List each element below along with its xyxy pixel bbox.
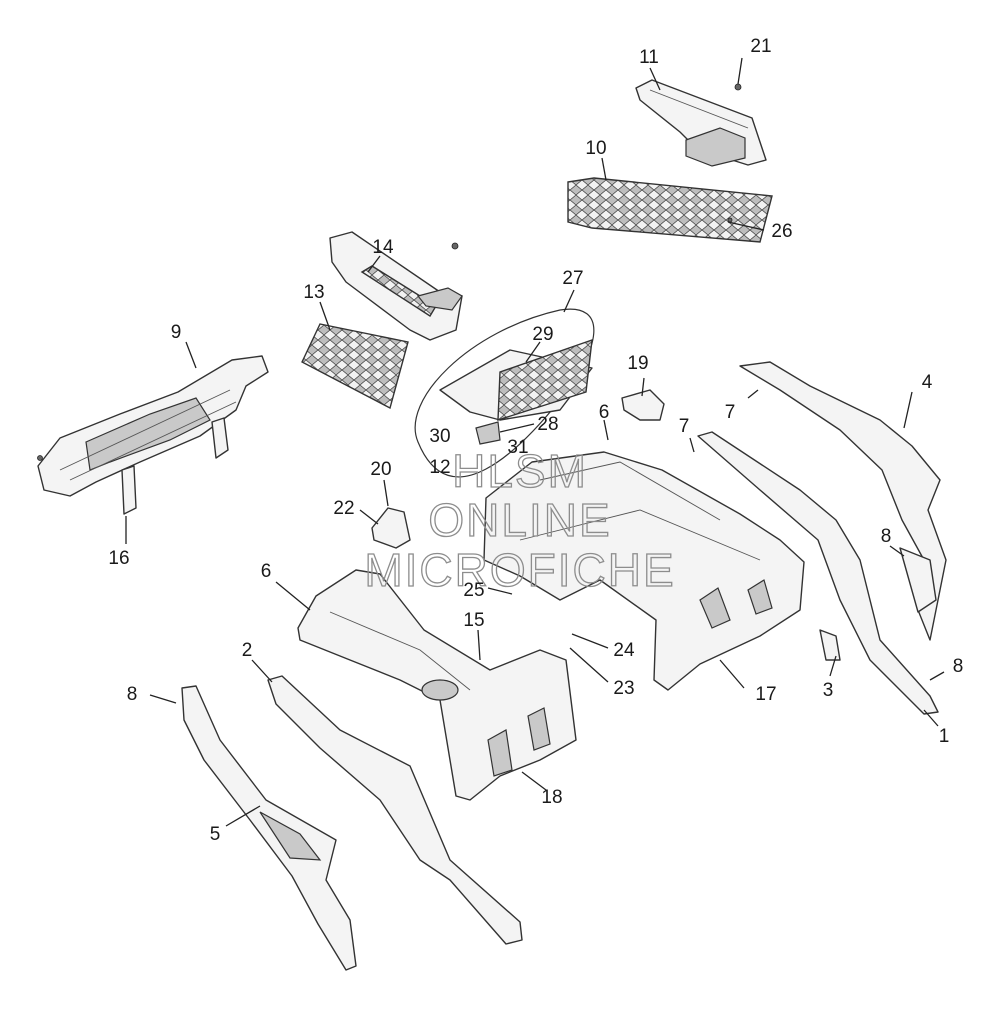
callout-31: 31 — [507, 437, 528, 458]
screw-icon — [734, 83, 742, 91]
callout-14: 14 — [372, 237, 394, 258]
callout-7: 7 — [725, 402, 736, 423]
callout-21: 21 — [750, 36, 771, 57]
callout-6: 6 — [599, 402, 610, 423]
callout-25: 25 — [463, 580, 484, 601]
callout-23: 23 — [613, 678, 634, 699]
callout-8: 8 — [127, 684, 138, 705]
part-17-rear-tub — [483, 451, 805, 691]
callout-labels: 1 2 3 4 5 6 6 7 7 8 8 8 9 10 11 12 13 14… — [108, 36, 963, 845]
callout-11: 11 — [639, 47, 659, 68]
callout-3: 3 — [823, 680, 834, 701]
part-5-side-panel — [181, 685, 357, 971]
callout-10: 10 — [585, 138, 606, 159]
callout-27: 27 — [562, 268, 583, 289]
callout-20: 20 — [370, 459, 391, 480]
watermark-line-2: ONLINE — [428, 494, 611, 546]
callout-7: 7 — [679, 416, 690, 437]
part-3-rail — [697, 431, 939, 715]
part-13-mesh-panel — [301, 323, 409, 410]
part-18-front-tub — [297, 569, 577, 801]
callout-8: 8 — [881, 526, 892, 547]
callout-9: 9 — [171, 322, 182, 343]
leader-lines — [125, 57, 945, 827]
callout-19: 19 — [627, 353, 648, 374]
callout-17: 17 — [755, 684, 776, 705]
callout-24: 24 — [613, 640, 635, 661]
callout-22: 22 — [333, 498, 354, 519]
part-4-side-panel — [739, 361, 947, 641]
screw-icon — [37, 455, 43, 461]
callout-26: 26 — [771, 221, 792, 242]
callout-8: 8 — [953, 656, 964, 677]
callout-16: 16 — [108, 548, 129, 569]
watermark: HLSM ONLINE MICROFICHE — [364, 444, 675, 596]
part-9-rear-bracket — [37, 355, 269, 515]
callout-12: 12 — [429, 457, 450, 478]
part-2-rail — [267, 675, 523, 945]
callout-4: 4 — [922, 372, 933, 393]
callout-5: 5 — [210, 824, 221, 845]
part-10-mesh-panel — [567, 177, 773, 243]
callout-30: 30 — [429, 426, 450, 447]
watermark-line-1: HLSM — [452, 445, 588, 497]
watermark-line-3: MICROFICHE — [364, 544, 675, 596]
callout-29: 29 — [532, 324, 553, 345]
part-20-bracket — [371, 507, 411, 549]
callout-15: 15 — [463, 610, 484, 631]
callout-28: 28 — [537, 414, 558, 435]
callout-1: 1 — [939, 726, 950, 747]
callout-2: 2 — [242, 640, 253, 661]
part-27-group — [414, 308, 595, 478]
callout-6: 6 — [261, 561, 272, 582]
screw-icon — [451, 242, 459, 250]
part-14-cross-member — [329, 231, 463, 341]
callout-18: 18 — [541, 787, 562, 808]
part-19-bracket — [621, 389, 665, 421]
callout-13: 13 — [303, 282, 324, 303]
part-11-upper-rail — [635, 79, 767, 167]
rivet-icon — [727, 217, 733, 223]
